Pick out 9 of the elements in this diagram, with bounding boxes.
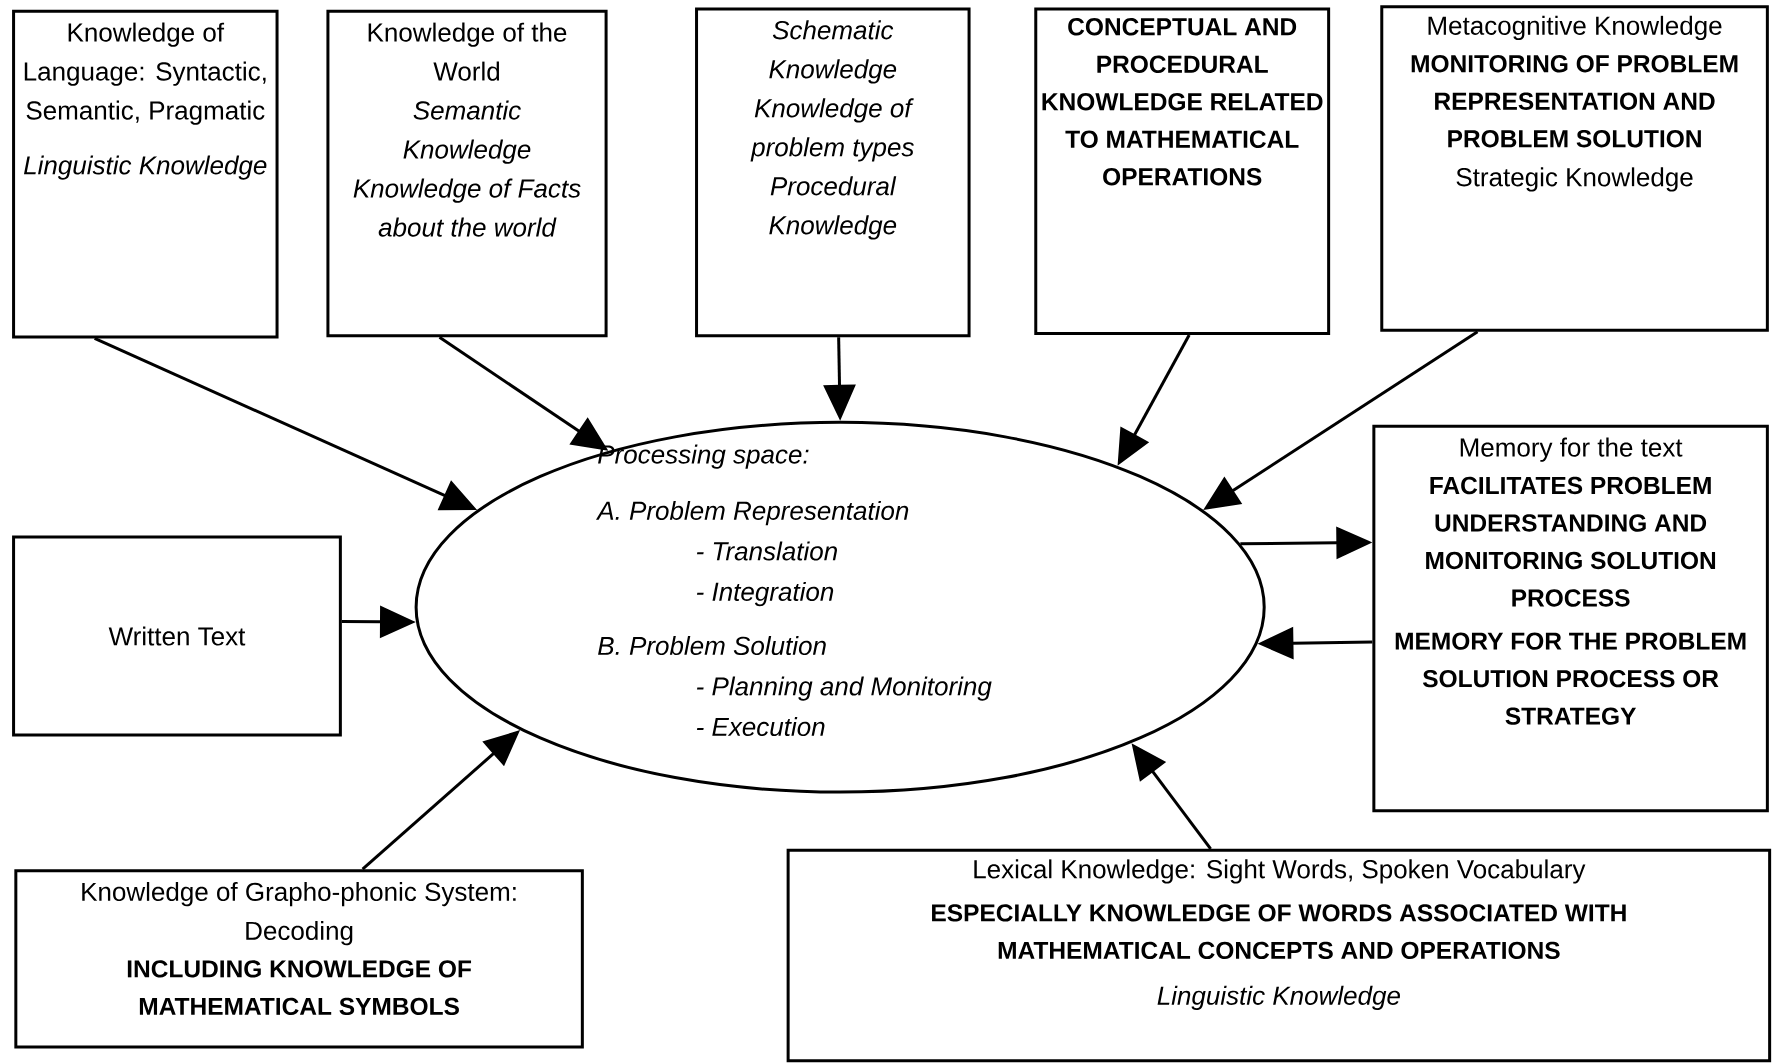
text-box: Knowledge of the World Semantic Knowledge Knowledge of Facts about the world [326,9,608,338]
text-box: Knowledge of Grapho-phonic System: Decoding INCLUDING KNOWLEDGE OF MATHEMATICAL SYMBOLS [14,869,584,1049]
text-box: Memory for the text FACILITATES PROBLEM UNDERSTANDING AND MONITORING SOLUTION PROCESS MEMORY FOR THE PROBLEM SOLUTION PROCESS OR STRATEGY [1372,424,1769,813]
text-box: Lexical Knowledge: Sight Words, Spoken Vocabulary ESPECIALLY KNOWLEDGE OF WORDS ASSOCIATED WITH MATHEMATICAL CONCEPTS AND OPERATIONS Linguistic Knowledge [786,848,1772,1063]
text-box: CONCEPTUAL AND PROCEDURAL KNOWLEDGE RELATED TO MATHEMATICAL OPERATIONS [1034,7,1331,336]
text-box: Metacognitive Knowledge MONITORING OF PROBLEM REPRESENTATION AND PROBLEM SOLUTION Strategic Knowledge [1380,5,1769,332]
text-box: Schematic Knowledge Knowledge of problem types Procedural Knowledge [695,7,971,338]
text-box: Knowledge of Language: Syntactic, Semantic, Pragmatic Linguistic Knowledge [12,9,279,339]
text-box: Written Text [12,535,342,737]
